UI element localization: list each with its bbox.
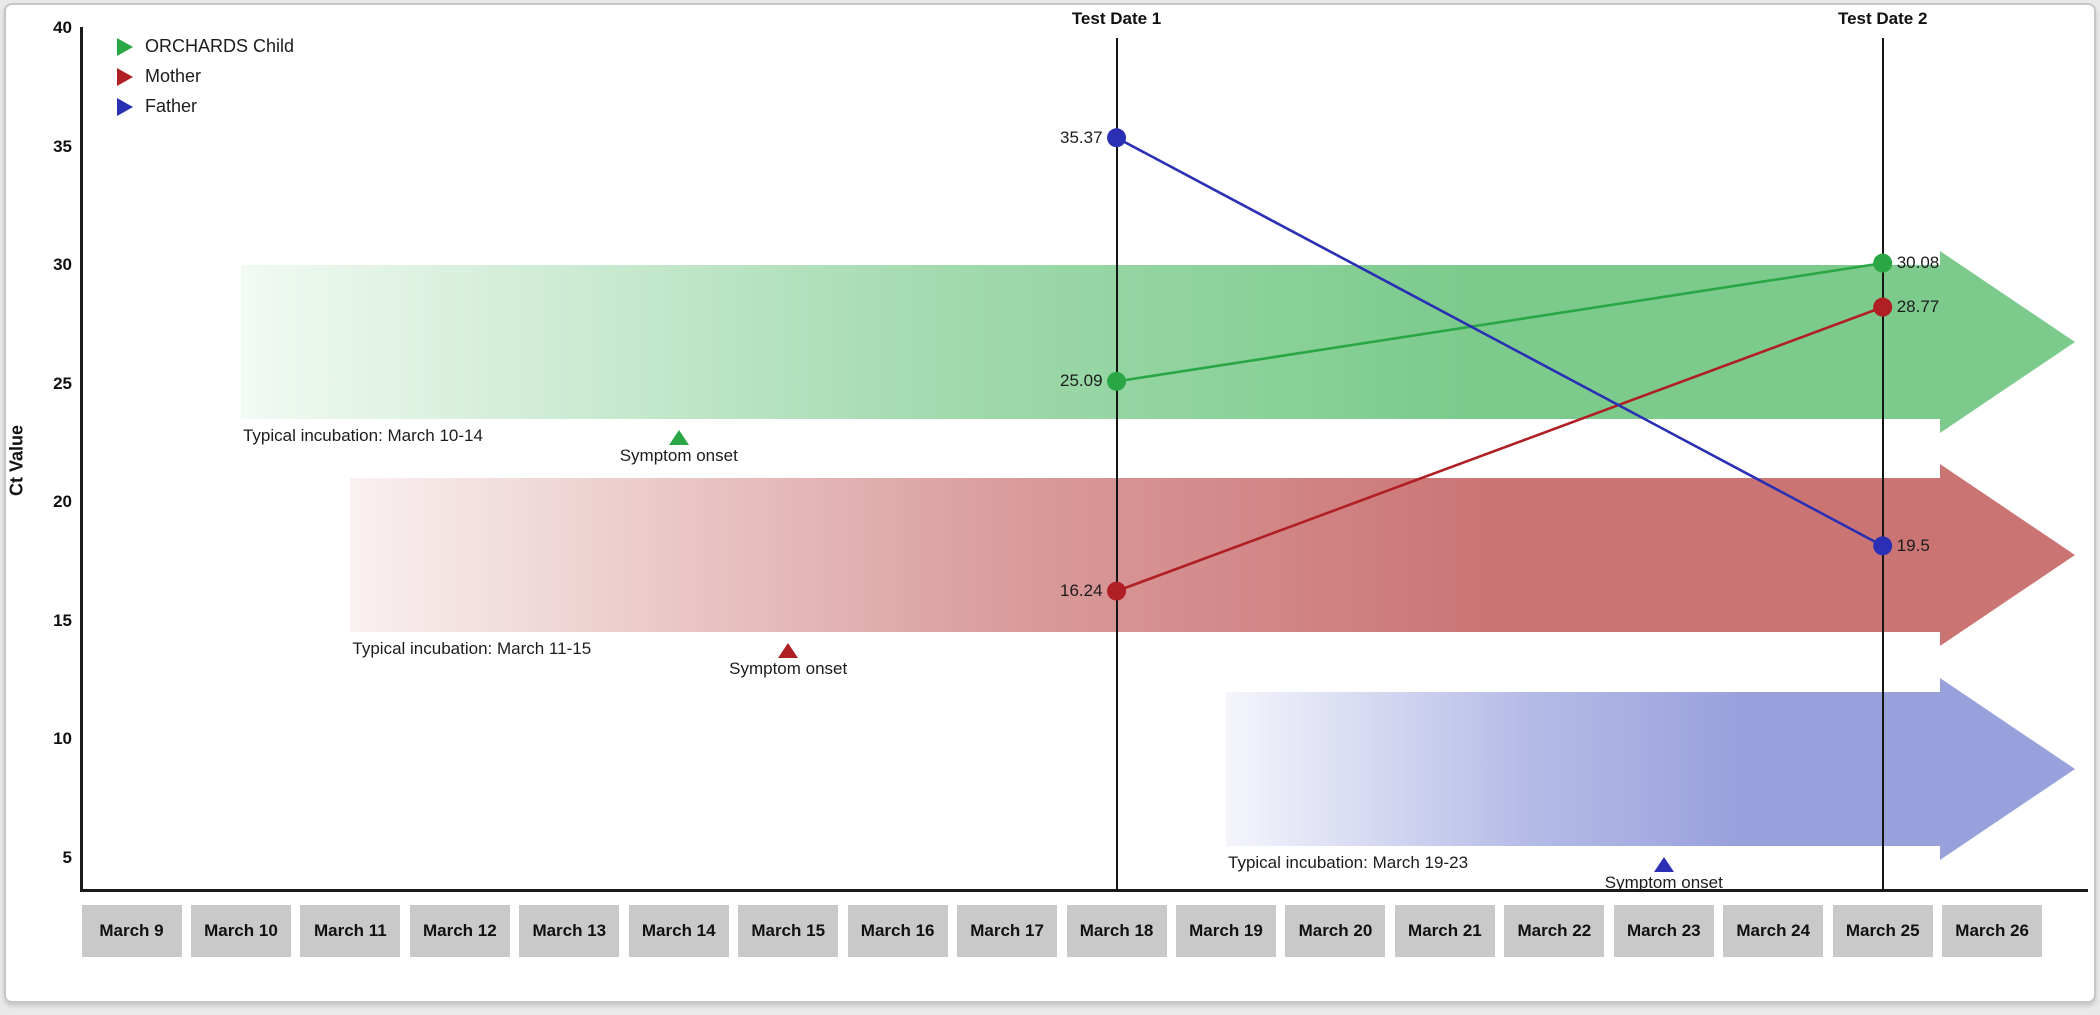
x-axis-date-box: March 10: [190, 905, 291, 957]
legend-marker-triangle-icon: [117, 67, 133, 86]
x-axis-date-box: March 23: [1613, 905, 1714, 957]
symptom-onset-label: Symptom onset: [1604, 872, 1723, 892]
x-axis-date-box: March 19: [1176, 905, 1276, 957]
x-axis-date-box: March 24: [1723, 905, 1824, 957]
test-date-line: [1881, 38, 1884, 891]
data-point-value-label: 19.5: [1896, 535, 1930, 555]
x-axis-date-box: March 9: [81, 905, 182, 957]
incubation-band-label: Typical incubation: March 10-14: [242, 426, 483, 446]
data-point-value-label: 30.08: [1896, 253, 1940, 273]
data-point: [1107, 371, 1127, 391]
x-axis-date-box: March 16: [847, 905, 948, 957]
symptom-onset-marker-icon: [778, 643, 799, 659]
legend-item-label: ORCHARDS Child: [145, 36, 295, 56]
series-line: [1115, 136, 1884, 547]
x-axis-date-box: March 11: [300, 905, 401, 957]
x-axis-date-box: March 26: [1942, 905, 2043, 957]
y-tick-label: 30: [53, 255, 72, 274]
y-tick-label: 15: [53, 610, 72, 630]
x-axis-date-box: March 20: [1285, 905, 1386, 957]
y-tick-label: 10: [53, 729, 72, 748]
symptom-onset-label: Symptom onset: [619, 446, 738, 466]
y-tick-label: 40: [53, 18, 72, 37]
legend-marker-triangle-icon: [117, 37, 133, 56]
x-axis-date-box: March 12: [409, 905, 510, 957]
legend-item-label: Mother: [145, 66, 202, 86]
symptom-onset-marker-icon: [668, 430, 689, 446]
data-point: [1107, 581, 1127, 601]
series-line: [1116, 305, 1884, 593]
data-point: [1873, 297, 1893, 317]
incubation-band-arrowhead-icon: [1940, 464, 2075, 647]
data-point-value-label: 25.09: [1060, 371, 1103, 391]
x-axis-date-box: March 18: [1066, 905, 1167, 957]
data-point-value-label: 28.77: [1896, 297, 1940, 317]
data-point: [1873, 253, 1893, 273]
incubation-band-label: Typical incubation: March 19-23: [1228, 852, 1469, 872]
x-axis-line: [80, 889, 2088, 892]
x-axis-date-box: March 17: [957, 905, 1058, 957]
data-point-value-label: 16.24: [1060, 581, 1103, 601]
x-axis-date-box: March 22: [1504, 905, 1605, 957]
legend-item: ORCHARDS Child: [117, 36, 294, 57]
symptom-onset-label: Symptom onset: [729, 659, 848, 679]
y-tick-label: 20: [53, 492, 72, 511]
symptom-onset-marker-icon: [1653, 856, 1674, 872]
incubation-band: [1226, 691, 1940, 846]
legend-marker-triangle-icon: [117, 97, 133, 116]
series-line: [1116, 261, 1883, 383]
data-point: [1873, 536, 1893, 556]
data-point: [1107, 128, 1127, 148]
y-tick-label: 25: [53, 373, 72, 393]
incubation-band: [350, 478, 1940, 633]
y-tick-label: 5: [62, 847, 72, 867]
incubation-band-arrowhead-icon: [1940, 251, 2075, 433]
incubation-band-arrowhead-icon: [1940, 677, 2075, 860]
y-tick-label: 35: [53, 136, 72, 156]
x-axis-date-box: March 25: [1832, 905, 1933, 957]
test-date-line: [1115, 38, 1118, 891]
test-date-label: Test Date 2: [1837, 9, 1928, 28]
legend-item-label: Father: [145, 96, 198, 116]
incubation-band-label: Typical incubation: March 11-15: [352, 639, 592, 659]
legend-item: Mother: [117, 66, 294, 87]
test-date-label: Test Date 1: [1071, 9, 1162, 28]
legend-item: Father: [117, 96, 294, 117]
x-axis-date-box: March 15: [738, 905, 839, 957]
x-axis-date-box: March 21: [1394, 905, 1495, 957]
y-axis-line: [80, 27, 83, 892]
incubation-band: [240, 265, 1940, 420]
x-axis-date-box: March 13: [519, 905, 620, 957]
data-point-value-label: 35.37: [1060, 127, 1103, 147]
x-axis-date-box: March 14: [628, 905, 729, 957]
